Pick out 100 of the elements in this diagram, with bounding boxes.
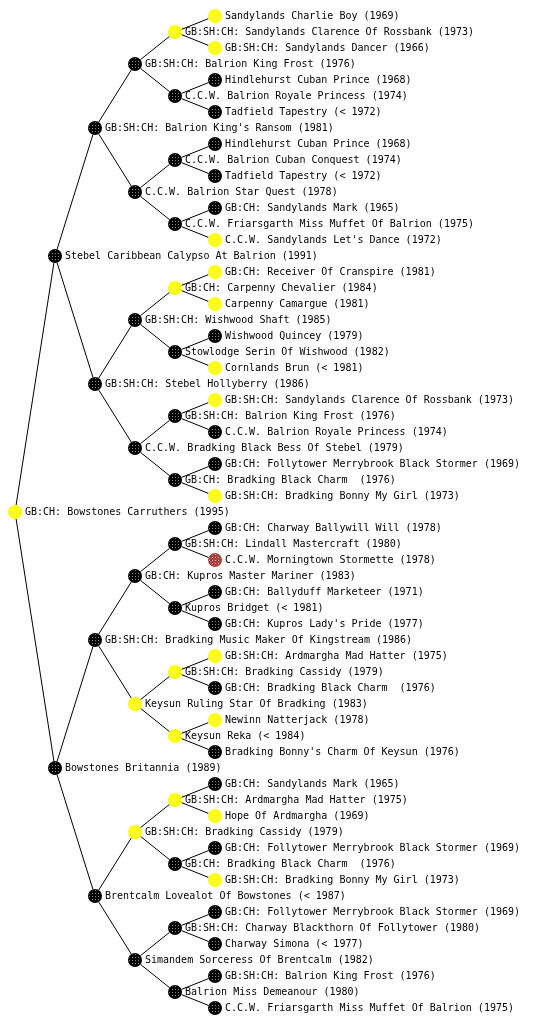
connector-line [181, 658, 209, 670]
node-dot [208, 265, 222, 279]
node-dot [88, 121, 102, 135]
connector-line [181, 290, 209, 302]
dog-name-label: GB:SH:CH: Ardmargha Mad Hatter (1975) [185, 794, 408, 806]
dog-name-label: GB:CH: Charway Ballywill Will (1978) [225, 522, 442, 534]
connector-line [98, 901, 132, 955]
connector-line [139, 195, 171, 221]
node-dot [208, 489, 222, 503]
connector-line [181, 610, 209, 622]
node-dot [208, 969, 222, 983]
connector-line [139, 451, 171, 477]
connector-line [139, 547, 171, 573]
connector-line [181, 354, 209, 366]
node-dot [208, 73, 222, 87]
dog-name-label: C.C.W. Sandylands Let's Dance (1972) [225, 234, 442, 246]
dog-name-label: GB:CH: Carpenny Chevalier (1984) [185, 282, 378, 294]
dog-name-label: Kupros Bridget (< 1981) [185, 602, 324, 614]
connector-line [139, 67, 171, 93]
node-dot [208, 649, 222, 663]
dog-name-label: GB:CH: Follytower Merrybrook Black Stormer (1969) [225, 906, 520, 918]
connector-line [139, 803, 171, 829]
connector-line [181, 226, 209, 238]
node-dot [208, 905, 222, 919]
connector-line [139, 35, 171, 61]
dog-name-label: GB:SH:CH: Sandylands Clarence Of Rossbank (1973) [185, 26, 474, 38]
node-dot [208, 873, 222, 887]
connector-line [56, 646, 94, 762]
connector-line [181, 466, 209, 478]
node-dot [208, 201, 222, 215]
dog-name-label: Hindlehurst Cuban Prince (1968) [225, 138, 412, 150]
node-dot [128, 825, 142, 839]
dog-name-label: C.C.W. Balrion Royale Princess (1974) [185, 90, 408, 102]
node-dot [48, 761, 62, 775]
connector-line [15, 518, 55, 762]
dog-name-label: C.C.W. Bradking Black Bess Of Stebel (1979) [145, 442, 404, 454]
connector-line [139, 419, 171, 445]
connector-line [181, 402, 209, 414]
node-dot [128, 569, 142, 583]
node-dot [168, 985, 182, 999]
node-dot [208, 393, 222, 407]
node-dot [168, 857, 182, 871]
dog-name-label: Stebel Caribbean Calypso At Balrion (1991) [65, 250, 318, 262]
node-dot [208, 553, 222, 567]
node-dot [208, 9, 222, 23]
connector-line [139, 963, 171, 989]
node-dot [208, 745, 222, 759]
node-dot [208, 585, 222, 599]
dog-name-label: Hindlehurst Cuban Prince (1968) [225, 74, 412, 86]
dog-name-label: Newinn Natterjack (1978) [225, 714, 370, 726]
node-dot [208, 617, 222, 631]
connector-line [139, 931, 171, 957]
dog-name-label: GB:SH:CH: Balrion King Frost (1976) [145, 58, 356, 70]
dog-name-label: GB:SH:CH: Ardmargha Mad Hatter (1975) [225, 650, 448, 662]
dog-name-label: Keysun Ruling Star Of Bradking (1983) [145, 698, 368, 710]
dog-name-label: GB:CH: Ballyduff Marketeer (1971) [225, 586, 424, 598]
connector-line [181, 274, 209, 286]
node-dot [168, 25, 182, 39]
connector-line [181, 738, 209, 750]
dog-name-label: GB:SH:CH: Bradking Music Maker Of Kingstream (1986) [105, 634, 413, 646]
node-dot [8, 505, 22, 519]
dog-name-label: C.C.W. Balrion Royale Princess (1974) [225, 426, 448, 438]
node-dot [88, 889, 102, 903]
connector-line [98, 69, 132, 123]
connector-line [181, 546, 209, 558]
node-dot [208, 809, 222, 823]
node-dot [128, 57, 142, 71]
connector-line [98, 389, 132, 443]
node-dot [168, 345, 182, 359]
connector-line [181, 210, 209, 222]
node-dot [128, 953, 142, 967]
dog-name-label: GB:SH:CH: Wishwood Shaft (1985) [145, 314, 332, 326]
connector-line [139, 323, 171, 349]
dog-name-label: GB:SH:CH: Sandylands Dancer (1966) [225, 42, 430, 54]
connector-line [181, 482, 209, 494]
node-dot [168, 409, 182, 423]
dog-name-label: Cornlands Brun (< 1981) [225, 362, 364, 374]
connector-line [181, 914, 209, 926]
node-dot [168, 89, 182, 103]
connector-line [56, 774, 94, 890]
connector-line [181, 418, 209, 430]
dog-name-label: GB:CH: Sandylands Mark (1965) [225, 202, 400, 214]
connector-line [181, 82, 209, 94]
connector-line [181, 930, 209, 942]
node-dot [168, 281, 182, 295]
connector-line [181, 162, 209, 174]
dog-name-label: C.C.W. Friarsgarth Miss Muffet Of Balrion (1975) [225, 1002, 514, 1014]
connector-line [15, 262, 55, 506]
dog-name-label: GB:SH:CH: Balrion King Frost (1976) [185, 410, 396, 422]
dog-name-label: C.C.W. Morningtown Stormette (1978) [225, 554, 436, 566]
dog-name-label: GB:SH:CH: Bradking Bonny My Girl (1973) [225, 490, 460, 502]
node-dot [168, 665, 182, 679]
node-dot [208, 457, 222, 471]
dog-name-label: GB:CH: Sandylands Mark (1965) [225, 778, 400, 790]
connector-line [139, 707, 171, 733]
node-dot [168, 921, 182, 935]
dog-name-label: Bradking Bonny's Charm Of Keysun (1976) [225, 746, 460, 758]
node-dot [208, 713, 222, 727]
node-dot [128, 441, 142, 455]
dog-name-label: GB:SH:CH: Bradking Bonny My Girl (1973) [225, 874, 460, 886]
